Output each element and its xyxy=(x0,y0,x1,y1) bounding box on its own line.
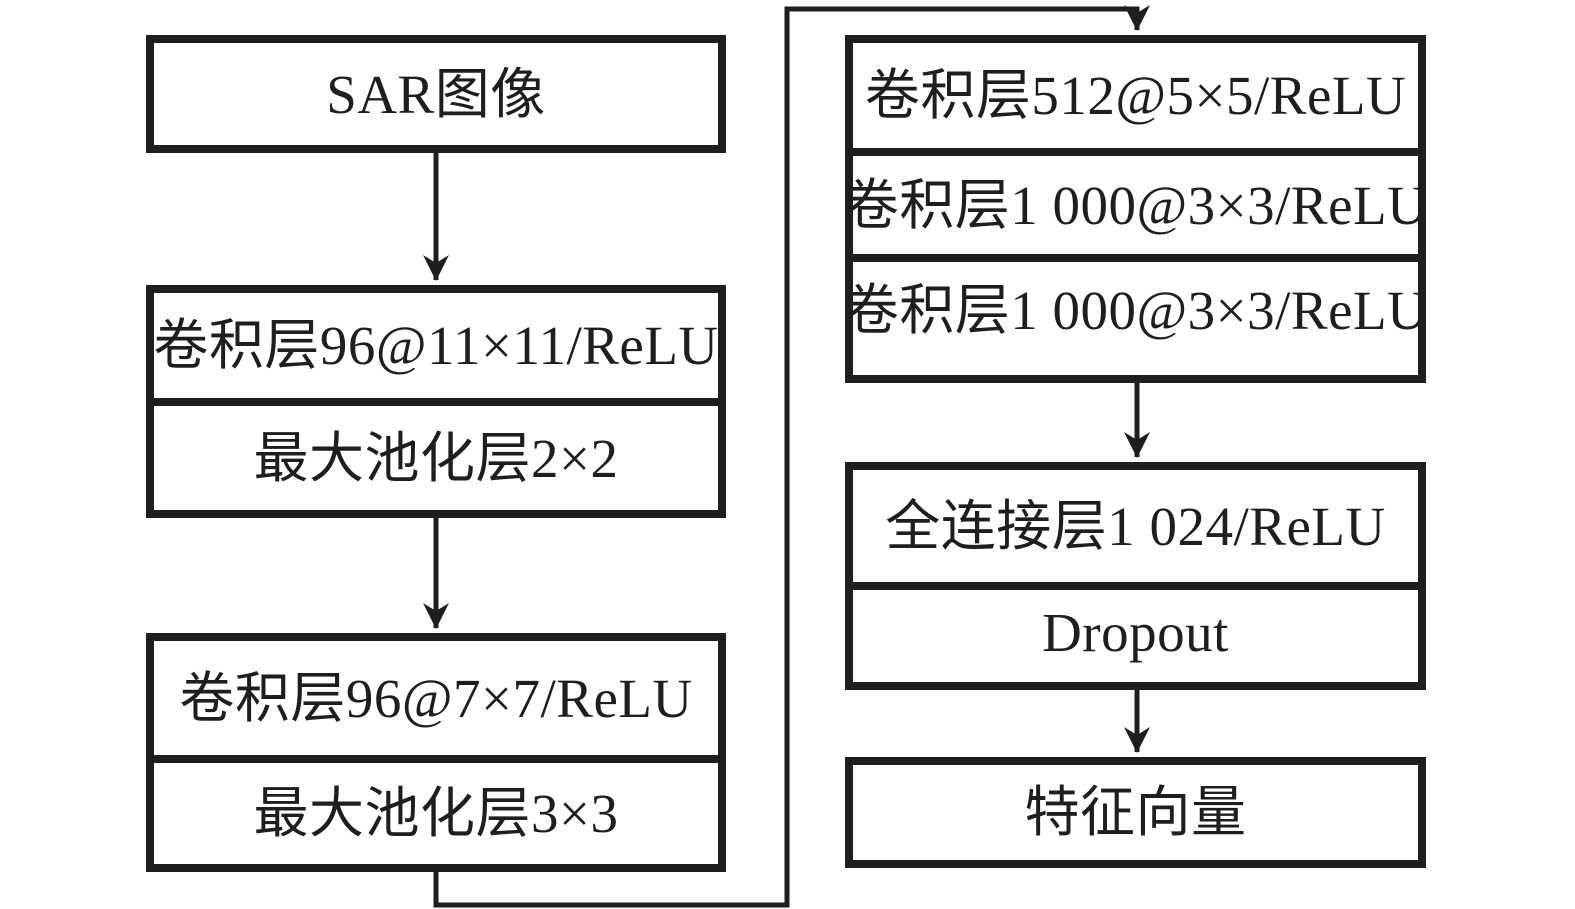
block-conv2-pool2: 卷积层96@7×7/ReLU 最大池化层3×3 xyxy=(146,633,726,872)
node-conv-1000-3x3-second: 卷积层1 000@3×3/ReLU xyxy=(844,254,1427,359)
block-fc-dropout: 全连接层1 024/ReLU Dropout xyxy=(845,462,1426,690)
node-label: 卷积层1 000@3×3/ReLU xyxy=(843,280,1428,341)
node-conv-1000-3x3-first: 卷积层1 000@3×3/ReLU xyxy=(844,148,1427,254)
connector-left-to-right-column xyxy=(433,5,1150,908)
node-dropout: Dropout xyxy=(853,582,1418,674)
node-maxpool-3x3: 最大池化层3×3 xyxy=(154,755,718,864)
node-label: 卷积层512@5×5/ReLU xyxy=(864,65,1407,126)
node-conv-512-5x5: 卷积层512@5×5/ReLU xyxy=(853,43,1418,148)
block-conv1-pool1: 卷积层96@11×11/ReLU 最大池化层2×2 xyxy=(146,285,726,518)
node-fc-1024: 全连接层1 024/ReLU xyxy=(853,470,1418,582)
block-conv-stack: 卷积层512@5×5/ReLU 卷积层1 000@3×3/ReLU 卷积层1 0… xyxy=(844,35,1427,383)
node-label: 卷积层96@7×7/ReLU xyxy=(179,667,693,729)
node-maxpool-2x2: 最大池化层2×2 xyxy=(154,398,718,510)
node-label: 最大池化层3×3 xyxy=(253,783,619,844)
node-label: 卷积层1 000@3×3/ReLU xyxy=(843,174,1428,236)
node-feature-vector-output: 特征向量 xyxy=(845,757,1426,868)
node-label: SAR图像 xyxy=(326,63,546,125)
node-label: 最大池化层2×2 xyxy=(253,427,619,489)
node-label: 特征向量 xyxy=(1024,782,1247,843)
node-sar-image-input: SAR图像 xyxy=(146,35,726,153)
node-label: Dropout xyxy=(1042,601,1229,663)
node-conv-96-7x7: 卷积层96@7×7/ReLU xyxy=(154,641,718,755)
node-conv-96-11x11: 卷积层96@11×11/ReLU xyxy=(153,293,719,398)
node-label: 全连接层1 024/ReLU xyxy=(885,495,1386,557)
node-label: 卷积层96@11×11/ReLU xyxy=(153,315,719,376)
